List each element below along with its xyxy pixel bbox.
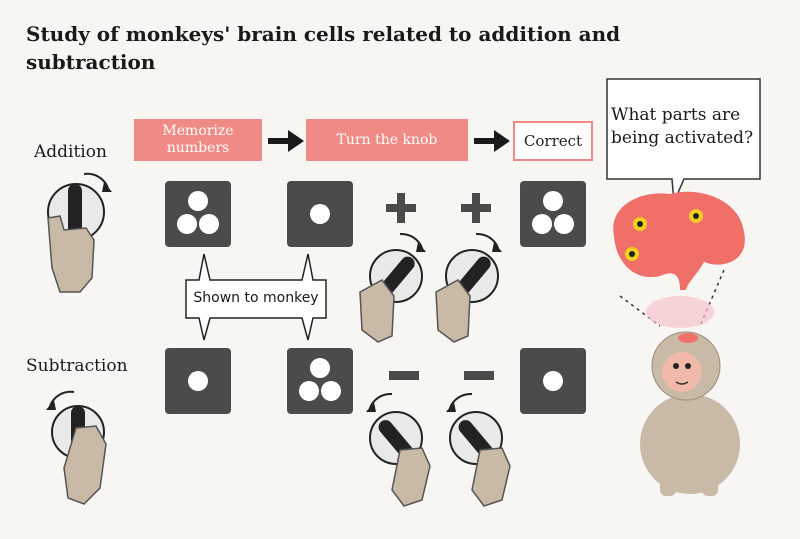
addition-tile-one	[287, 181, 353, 247]
step-turn-knob: Turn the knob	[306, 119, 468, 161]
minus-icon	[464, 371, 494, 380]
shown-to-monkey-label: Shown to monkey	[193, 290, 319, 306]
shown-callout-shape	[185, 253, 327, 341]
hand-knob-clockwise-icon	[359, 232, 426, 343]
hand-knob-counterclockwise-icon	[366, 392, 431, 507]
minus-icon	[389, 371, 419, 380]
plus-icon	[386, 193, 416, 223]
addition-tile-three	[165, 181, 231, 247]
addition-label: Addition	[34, 142, 107, 162]
step-correct: Correct	[513, 121, 593, 161]
speech-bubble	[606, 78, 761, 203]
subtraction-tile-one	[165, 348, 231, 414]
subtraction-tile-result	[520, 348, 586, 414]
hand-knob-clockwise-icon	[435, 232, 502, 343]
monkey-icon	[640, 331, 740, 496]
step-memorize-numbers: Memorize numbers	[134, 119, 262, 161]
brain-icon	[613, 191, 745, 328]
question-text: What parts are being activated?	[611, 105, 754, 148]
arrow-right-icon	[268, 130, 304, 152]
hand-knob-counterclockwise-icon	[46, 390, 107, 505]
page-title: Study of monkeys' brain cells related to…	[26, 22, 621, 74]
addition-tile-result	[520, 181, 586, 247]
arrow-right-icon	[474, 130, 510, 152]
plus-icon	[461, 193, 491, 223]
subtraction-label: Subtraction	[26, 356, 128, 376]
hand-knob-counterclockwise-icon	[446, 392, 511, 507]
hand-knob-clockwise-icon	[47, 172, 112, 293]
subtraction-tile-three	[287, 348, 353, 414]
